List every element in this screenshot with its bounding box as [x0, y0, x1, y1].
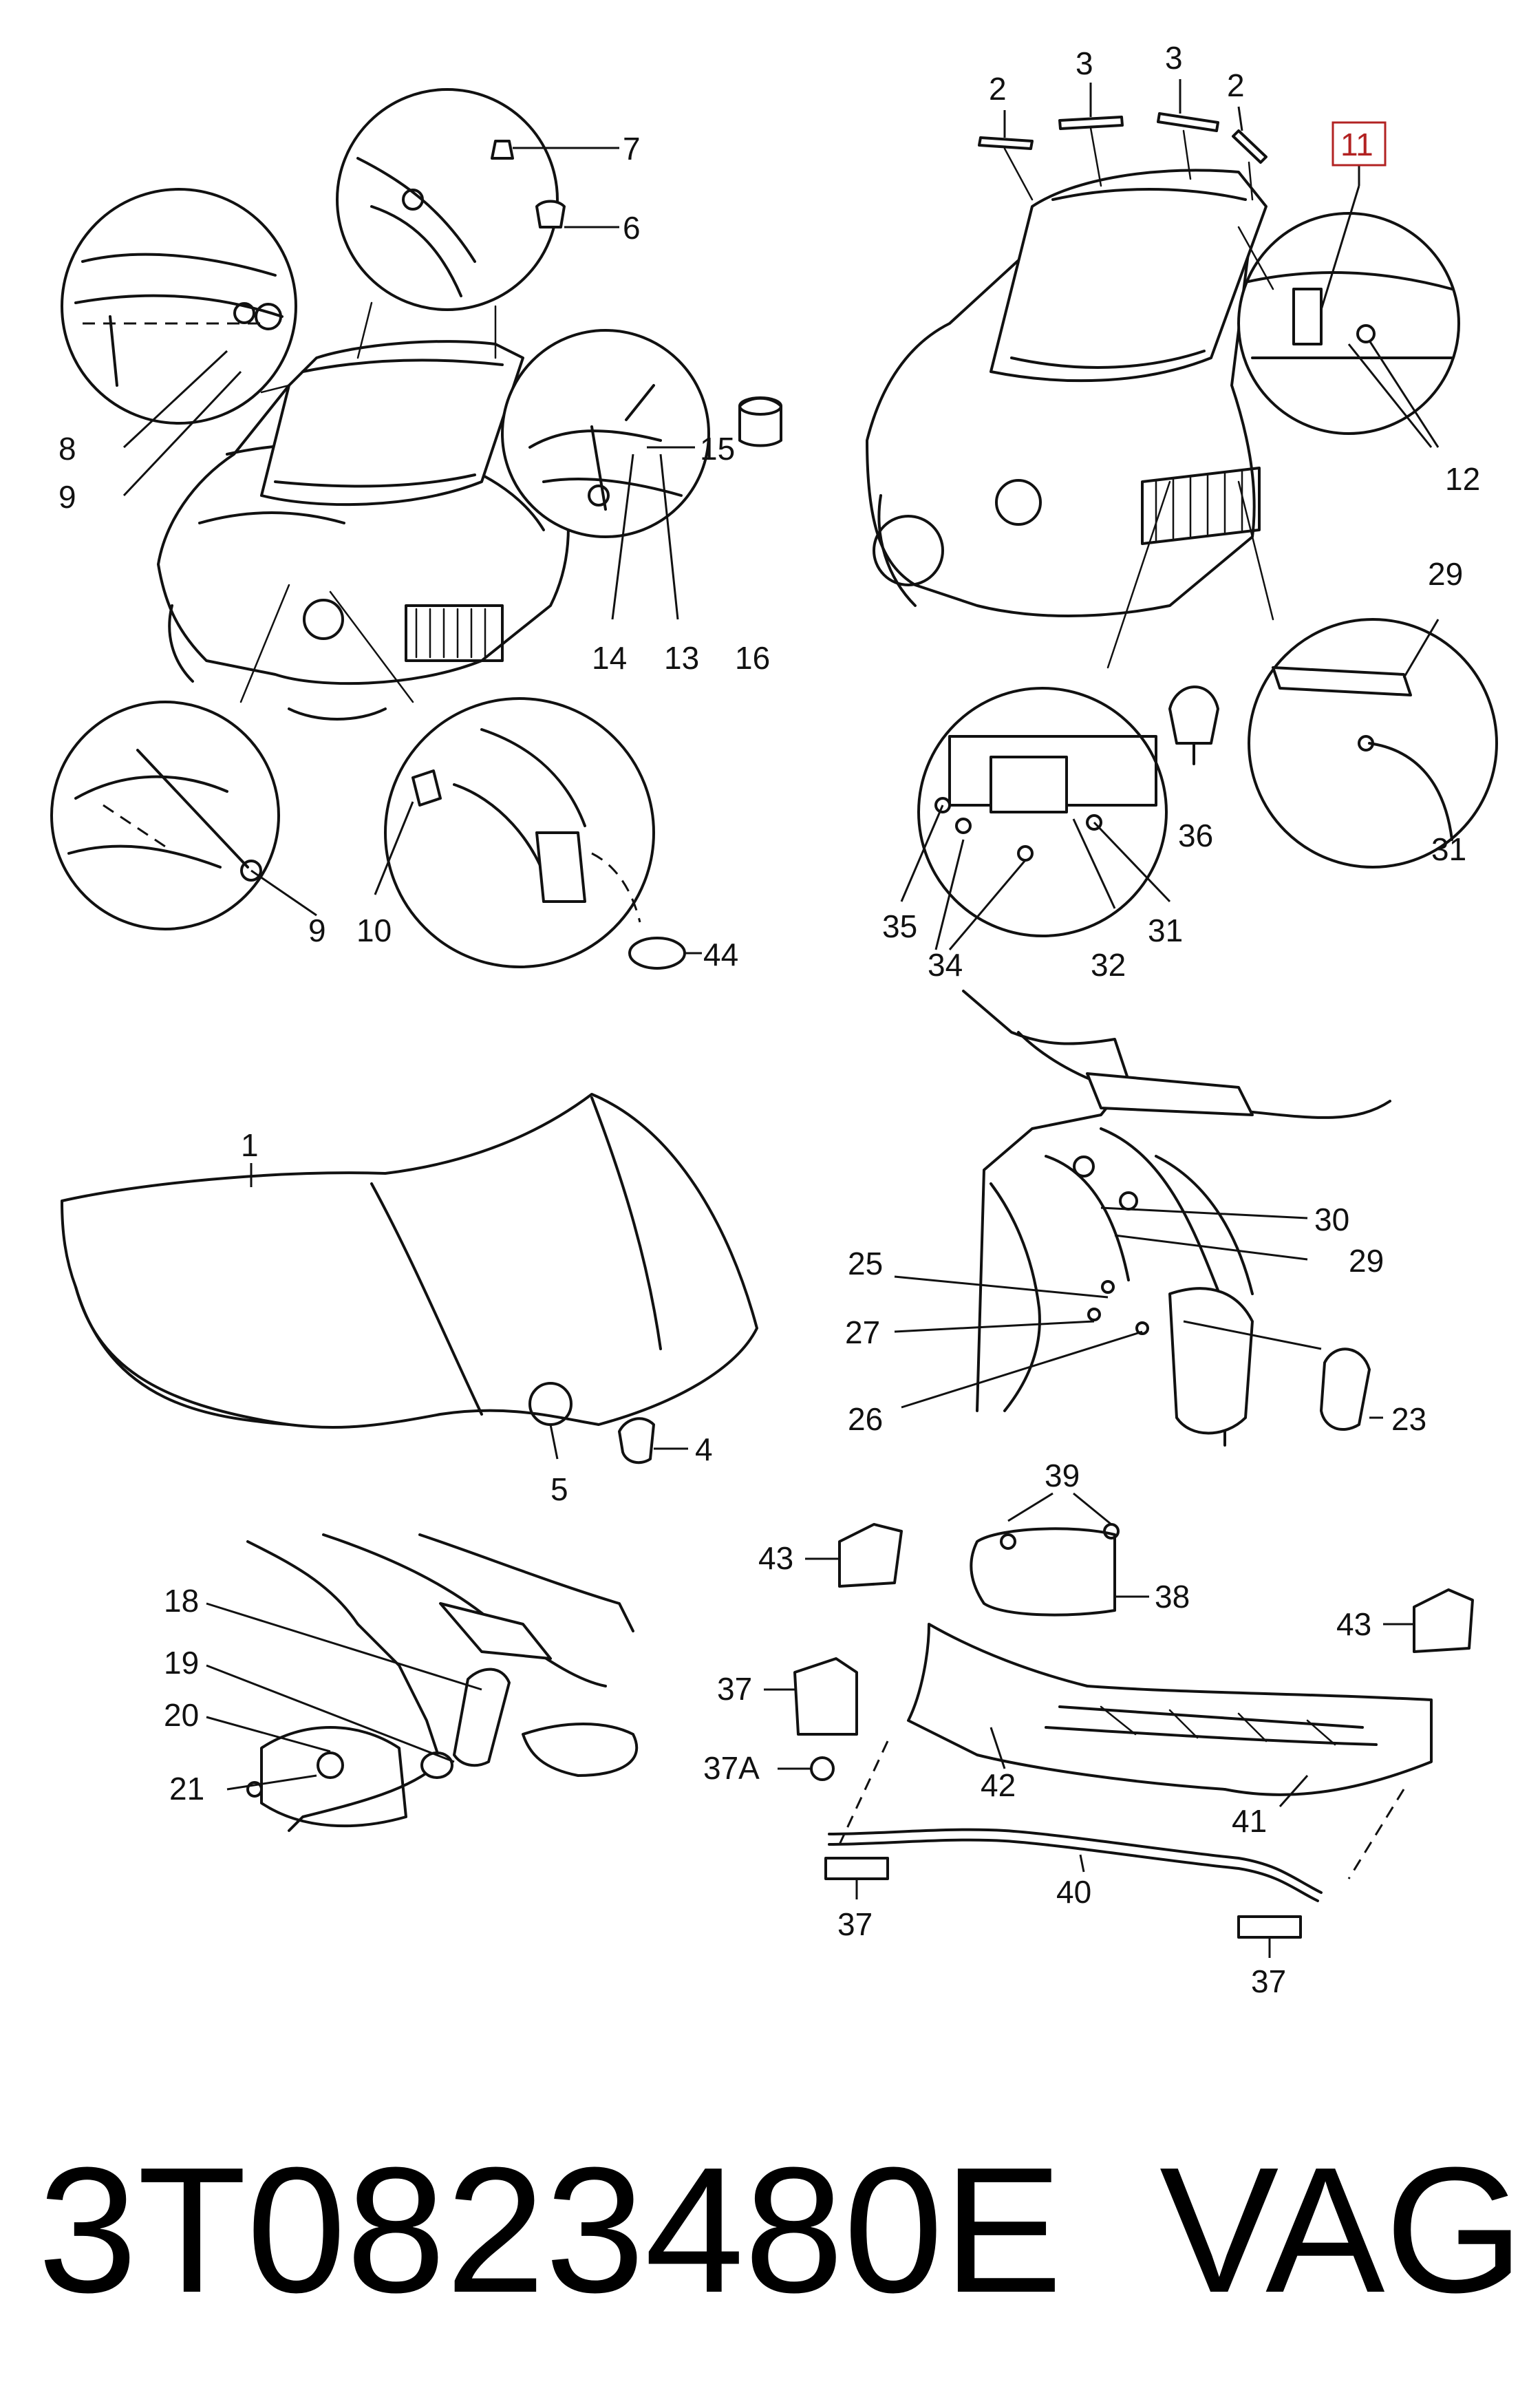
callout-40: 40 [1056, 1874, 1091, 1910]
callout-27: 27 [845, 1314, 880, 1350]
callout-31: 31 [1431, 831, 1466, 867]
callout-20: 20 [164, 1697, 199, 1733]
brand-name: VAG [1159, 2131, 1524, 2330]
callout-1: 1 [241, 1127, 259, 1163]
callout-13: 13 [664, 640, 699, 676]
callout-29: 29 [1428, 556, 1463, 592]
callout-2: 2 [1227, 67, 1245, 103]
callout-3: 3 [1076, 45, 1093, 81]
callout-8: 8 [58, 431, 76, 467]
top-right-assembly [866, 79, 1498, 950]
callout-30: 30 [1314, 1202, 1349, 1237]
callout-37: 37 [717, 1671, 752, 1707]
callout-35: 35 [882, 908, 917, 944]
callout-26: 26 [848, 1401, 883, 1437]
callout-31: 31 [1148, 913, 1183, 948]
callout-19: 19 [164, 1645, 199, 1681]
callout-36: 36 [1178, 818, 1213, 853]
callout-5: 5 [550, 1471, 568, 1507]
hood-panel [61, 1093, 758, 1464]
callout-18: 18 [164, 1583, 199, 1619]
body-structure [894, 990, 1391, 1447]
callout-9: 9 [308, 913, 326, 948]
callout-11: 11 [1340, 127, 1373, 162]
callout-43: 43 [758, 1540, 793, 1576]
callout-4: 4 [695, 1431, 713, 1467]
callout-21: 21 [169, 1771, 204, 1807]
callout-37: 37 [1251, 1963, 1286, 1999]
callout-41: 41 [1232, 1803, 1267, 1839]
callout-labels: 2 3 3 2 11 7 6 8 9 15 14 13 16 12 29 9 1… [58, 40, 1480, 1999]
callout-10: 10 [356, 913, 392, 948]
hinge-detail [206, 1533, 639, 1832]
callout-16: 16 [735, 640, 770, 676]
callout-25: 25 [848, 1246, 883, 1281]
callout-44: 44 [703, 937, 738, 972]
callout-34: 34 [928, 947, 963, 983]
callout-29: 29 [1349, 1243, 1384, 1279]
callout-38: 38 [1155, 1579, 1190, 1615]
callout-3: 3 [1165, 40, 1183, 76]
top-left-assembly [50, 88, 782, 970]
callout-11-box [1332, 121, 1387, 167]
callout-42: 42 [981, 1767, 1016, 1803]
part-number: 3T0823480E [38, 2131, 1062, 2330]
callout-32: 32 [1091, 947, 1126, 983]
callout-7: 7 [623, 131, 641, 167]
callout-39: 39 [1045, 1458, 1080, 1493]
callout-15: 15 [700, 431, 735, 467]
callout-37: 37 [837, 1906, 873, 1942]
callout-14: 14 [592, 640, 627, 676]
callout-6: 6 [623, 210, 641, 246]
callout-9: 9 [58, 479, 76, 515]
callout-12: 12 [1445, 461, 1480, 497]
callout-23: 23 [1391, 1401, 1426, 1437]
callout-37A: 37A [703, 1750, 760, 1786]
plenum-assembly [764, 1492, 1474, 1958]
callout-43: 43 [1336, 1606, 1371, 1642]
callout-2: 2 [989, 71, 1007, 107]
